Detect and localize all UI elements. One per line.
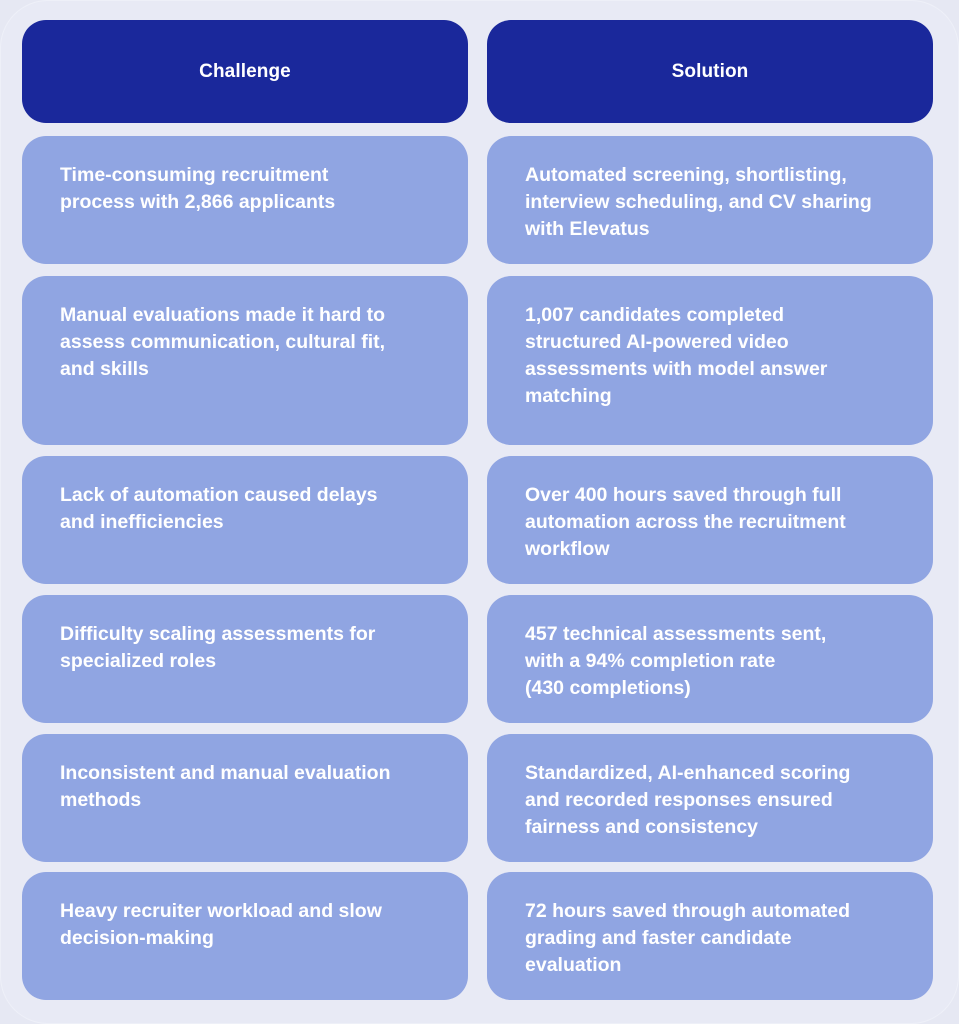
- challenge-cell-1: Time-consuming recruitment process with …: [22, 136, 468, 264]
- header-solution: Solution: [487, 20, 933, 123]
- header-challenge: Challenge: [22, 20, 468, 123]
- solution-cell-1: Automated screening, shortlisting, inter…: [487, 136, 933, 264]
- solution-cell-3: Over 400 hours saved through full automa…: [487, 456, 933, 584]
- solution-cell-2: 1,007 candidates completed structured AI…: [487, 276, 933, 445]
- challenge-cell-5: Inconsistent and manual evaluation metho…: [22, 734, 468, 862]
- challenge-cell-3: Lack of automation caused delays and ine…: [22, 456, 468, 584]
- solution-cell-6: 72 hours saved through automated grading…: [487, 872, 933, 1000]
- solution-cell-4: 457 technical assessments sent, with a 9…: [487, 595, 933, 723]
- challenge-cell-4: Difficulty scaling assessments for speci…: [22, 595, 468, 723]
- challenge-cell-6: Heavy recruiter workload and slow decisi…: [22, 872, 468, 1000]
- solution-cell-5: Standardized, AI-enhanced scoring and re…: [487, 734, 933, 862]
- challenge-cell-2: Manual evaluations made it hard to asses…: [22, 276, 468, 445]
